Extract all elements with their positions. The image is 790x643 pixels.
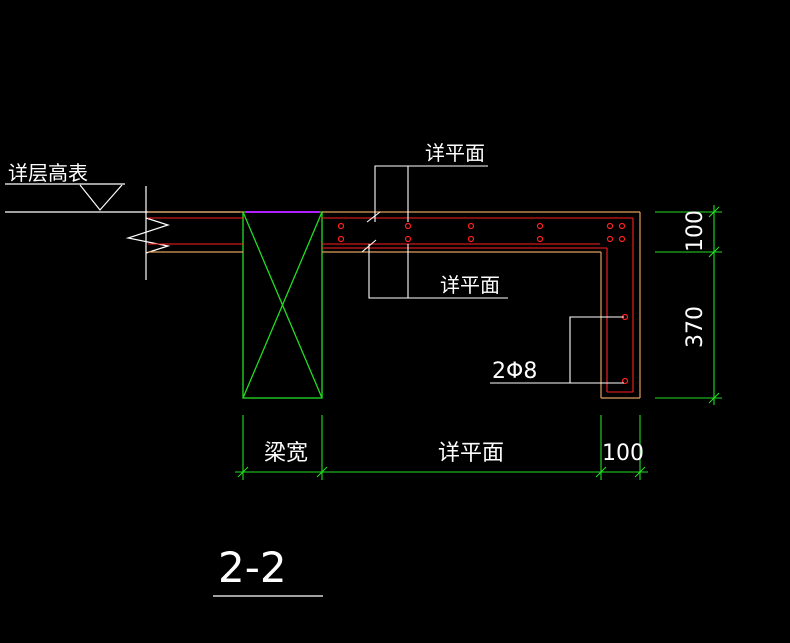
note-top-label: 详平面 <box>425 141 485 165</box>
rebar-dot <box>606 222 614 230</box>
rebar-dot <box>618 235 626 243</box>
beam-width-label: 梁宽 <box>264 441 308 466</box>
rebar-dot <box>404 222 412 230</box>
floor-level-symbol <box>5 183 240 280</box>
horizontal-dimension <box>235 415 648 480</box>
leader-lines <box>361 165 624 384</box>
rebar-dot <box>618 222 626 230</box>
slab-outline <box>148 211 641 399</box>
rebar-dot <box>467 222 475 230</box>
floor-level-label: 详层高表 <box>8 161 88 185</box>
rebar-dots <box>337 222 629 385</box>
rebar-dot <box>337 235 345 243</box>
rebar-dot <box>337 222 345 230</box>
rebar-dot <box>467 235 475 243</box>
rebar-callout-label: 2Φ8 <box>492 359 537 384</box>
rebar-dot <box>621 377 629 385</box>
vertical-dim-bottom: 370 <box>683 306 708 348</box>
rebar-dot <box>536 222 544 230</box>
vertical-dimension <box>655 205 722 405</box>
rebar-dot <box>536 235 544 243</box>
note-mid-label: 详平面 <box>440 273 500 297</box>
rebar-dot <box>606 235 614 243</box>
vertical-dim-top: 100 <box>683 210 708 252</box>
rebar-dot <box>404 235 412 243</box>
span-dim-label: 详平面 <box>438 441 504 466</box>
section-title: 2-2 <box>218 543 287 592</box>
end-dim-label: 100 <box>602 441 644 466</box>
